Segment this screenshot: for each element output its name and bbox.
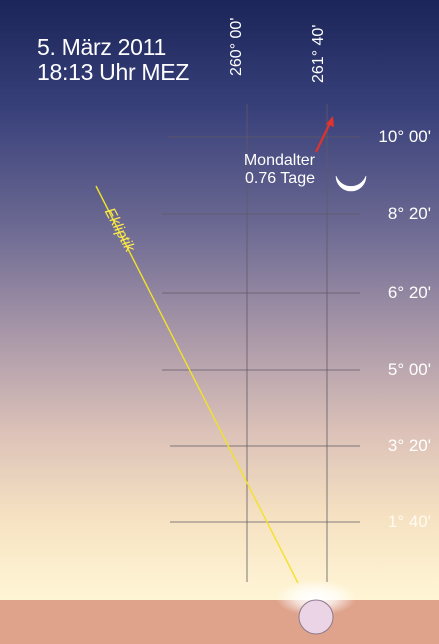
altitude-label-5-00: 5° 00'	[387, 360, 431, 379]
moon-crescent-icon	[335, 175, 367, 192]
red-arrow-head	[326, 116, 334, 127]
moon-age-label: Mondalter 0.76 Tage	[240, 152, 315, 188]
altitude-label-10-00: 10° 00'	[378, 127, 431, 146]
altitude-grid	[162, 136, 360, 523]
sun-glow	[276, 580, 356, 616]
ecliptic-line	[95, 185, 299, 584]
moon-age-title: Mondalter	[243, 152, 315, 169]
sun-disc-icon	[298, 599, 334, 635]
azimuth-label-260: 260° 00'	[228, 17, 245, 76]
time-label: 18:13 Uhr MEZ	[37, 59, 190, 85]
azimuth-grid	[246, 104, 328, 582]
red-arrow-icon	[315, 120, 332, 153]
altitude-label-1-40: 1° 40'	[387, 512, 431, 531]
altitude-label-3-20: 3° 20'	[387, 436, 431, 455]
altitude-label-8-20: 8° 20'	[387, 204, 431, 223]
sky-background	[0, 0, 439, 602]
azimuth-label-261: 261° 40'	[310, 24, 327, 83]
altitude-label-6-20: 6° 20'	[387, 283, 431, 302]
ground	[0, 600, 439, 644]
date-label: 5. März 2011	[37, 34, 166, 60]
moon-age-value: 0.76 Tage	[245, 170, 315, 187]
